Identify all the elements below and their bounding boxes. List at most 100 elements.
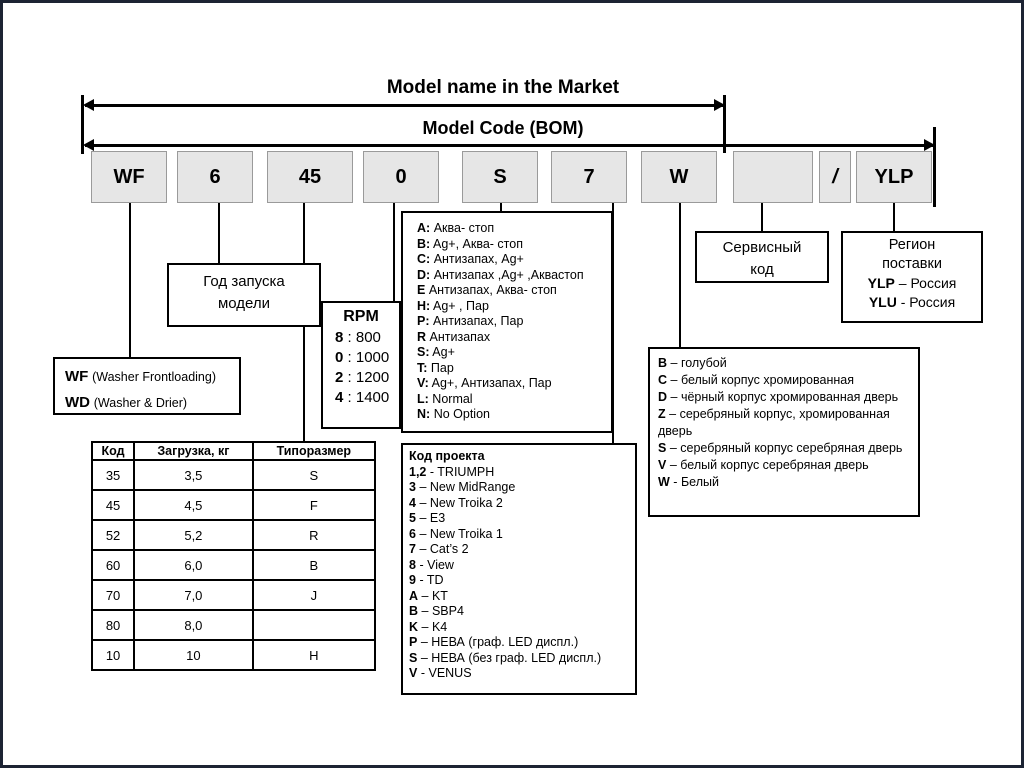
code-cell-separator[interactable]: / — [819, 151, 851, 203]
color-code: V — [658, 458, 667, 472]
code-cell-region[interactable]: YLP — [856, 151, 932, 203]
code-cell-capacity[interactable]: 45 — [267, 151, 353, 203]
service-box: Сервисный код — [695, 231, 829, 283]
code-cell-feature[interactable]: S — [462, 151, 538, 203]
table-row: 10 10 H — [90, 639, 377, 671]
project-row: 4 – New Troika 2 — [409, 496, 629, 512]
feature-desc: Пар — [430, 360, 454, 375]
feature-desc: Антизапах, Пар — [432, 314, 524, 328]
project-row: 6 – New Troika 1 — [409, 527, 629, 543]
feature-row: V: Ag+, Антизапах, Пар — [417, 376, 607, 392]
feature-list: A: Аква- стоп B: Ag+, Аква- стоп C: Анти… — [417, 221, 607, 423]
connector-type — [129, 203, 131, 357]
table-cell-code: 70 — [90, 579, 136, 611]
rpm-sep: : — [347, 389, 352, 406]
feature-row: N: No Option — [417, 407, 607, 423]
feature-code: P: — [417, 314, 430, 328]
market-span-left-cap — [81, 95, 84, 137]
project-desc: TRIUMPH — [437, 464, 495, 479]
color-code: S — [658, 441, 667, 455]
feature-desc: Антизапах, Ag+ — [433, 252, 524, 266]
code-cell-color[interactable]: W — [641, 151, 717, 203]
project-sep: – — [421, 619, 429, 634]
feature-row: R Антизапах — [417, 330, 607, 346]
project-sep: – — [421, 588, 429, 603]
project-sep: – — [421, 604, 429, 618]
color-desc: голубой — [680, 356, 727, 370]
bom-span-arrow-left — [83, 139, 94, 151]
project-code: K — [409, 619, 419, 634]
feature-code: V: — [417, 376, 429, 390]
feature-row: T: Пар — [417, 361, 607, 377]
feature-row: B: Ag+, Аква- стоп — [417, 237, 607, 253]
region-row: YLU - Россия — [846, 293, 978, 312]
project-code: 7 — [409, 542, 416, 556]
region-row: YLP – Россия — [846, 274, 978, 293]
color-code: W — [658, 475, 670, 489]
feature-code: H: — [417, 298, 431, 313]
table-cell-code: 80 — [90, 609, 136, 641]
project-code: 1,2 — [409, 464, 427, 479]
market-span-arrow-left — [83, 99, 94, 111]
feature-code: E — [417, 283, 426, 297]
table-cell-code: 10 — [90, 639, 136, 671]
feature-code: S: — [417, 345, 430, 359]
capacity-table-wrap: Код Загрузка, кг Типоразмер 35 3,5 S 45 … — [90, 441, 377, 671]
table-cell-size: B — [251, 549, 377, 581]
code-cell-rpm[interactable]: 0 — [363, 151, 439, 203]
code-cell-year[interactable]: 6 — [177, 151, 253, 203]
page-title-market: Model name in the Market — [386, 77, 620, 98]
color-desc: серебряный корпус, хромированная дверь — [658, 407, 890, 438]
color-row: B – голубой — [658, 355, 910, 372]
color-row: W - Белый — [658, 474, 910, 491]
connector-feature — [500, 203, 502, 211]
feature-desc: Ag+ — [432, 345, 455, 359]
region-sep: - — [900, 294, 906, 310]
project-code: P — [409, 635, 418, 649]
project-row: 5 – E3 — [409, 511, 629, 527]
feature-row: E Антизапах, Аква- стоп — [417, 283, 607, 299]
rpm-value: 1200 — [355, 369, 390, 386]
rpm-sep: : — [347, 329, 352, 346]
year-box: Год запуска модели — [167, 263, 321, 327]
code-cell-service[interactable] — [733, 151, 813, 203]
project-desc: Cat’s 2 — [429, 542, 469, 556]
code-cell-type[interactable]: WF — [91, 151, 167, 203]
region-desc: Россия — [909, 294, 956, 310]
project-code: 8 — [409, 557, 416, 572]
region-box-line1: Регион — [888, 237, 936, 253]
feature-desc: Normal — [432, 391, 473, 406]
feature-desc: Ag+, Антизапах, Пар — [431, 376, 552, 390]
project-desc: E3 — [429, 511, 446, 525]
region-code: YLP — [867, 275, 895, 291]
color-sep: – — [670, 390, 678, 404]
project-row: S – НЕВА (без граф. LED диспл.) — [409, 651, 629, 667]
feature-desc: No Option — [433, 407, 490, 421]
table-cell-size: F — [251, 489, 377, 521]
table-row: 52 5,2 R — [90, 519, 377, 551]
connector-color — [679, 203, 681, 347]
connector-rpm — [393, 203, 395, 301]
project-sep: – — [419, 495, 427, 510]
feature-desc: Ag+, Аква- стоп — [433, 236, 523, 251]
feature-row: C: Антизапах, Ag+ — [417, 252, 607, 268]
table-row: 35 3,5 S — [90, 459, 377, 491]
project-desc: View — [427, 557, 454, 572]
page-title-bom: Model Code (BOM) — [422, 118, 584, 138]
table-header-cell: Типоразмер — [251, 441, 377, 461]
project-row: 9 - TD — [409, 573, 629, 589]
code-cell-project[interactable]: 7 — [551, 151, 627, 203]
color-code: B — [658, 356, 668, 370]
table-cell-code: 45 — [90, 489, 136, 521]
color-row: D – чёрный корпус хромированная дверь — [658, 389, 910, 406]
color-sep: – — [669, 407, 677, 421]
project-sep: – — [419, 511, 427, 525]
feature-code: B: — [417, 236, 431, 251]
project-code: 4 — [409, 495, 416, 510]
table-cell-size — [251, 609, 377, 641]
color-code: D — [658, 390, 668, 404]
feature-code: R — [417, 329, 427, 344]
table-header-cell: Код — [90, 441, 136, 461]
table-cell-size: R — [251, 519, 377, 551]
